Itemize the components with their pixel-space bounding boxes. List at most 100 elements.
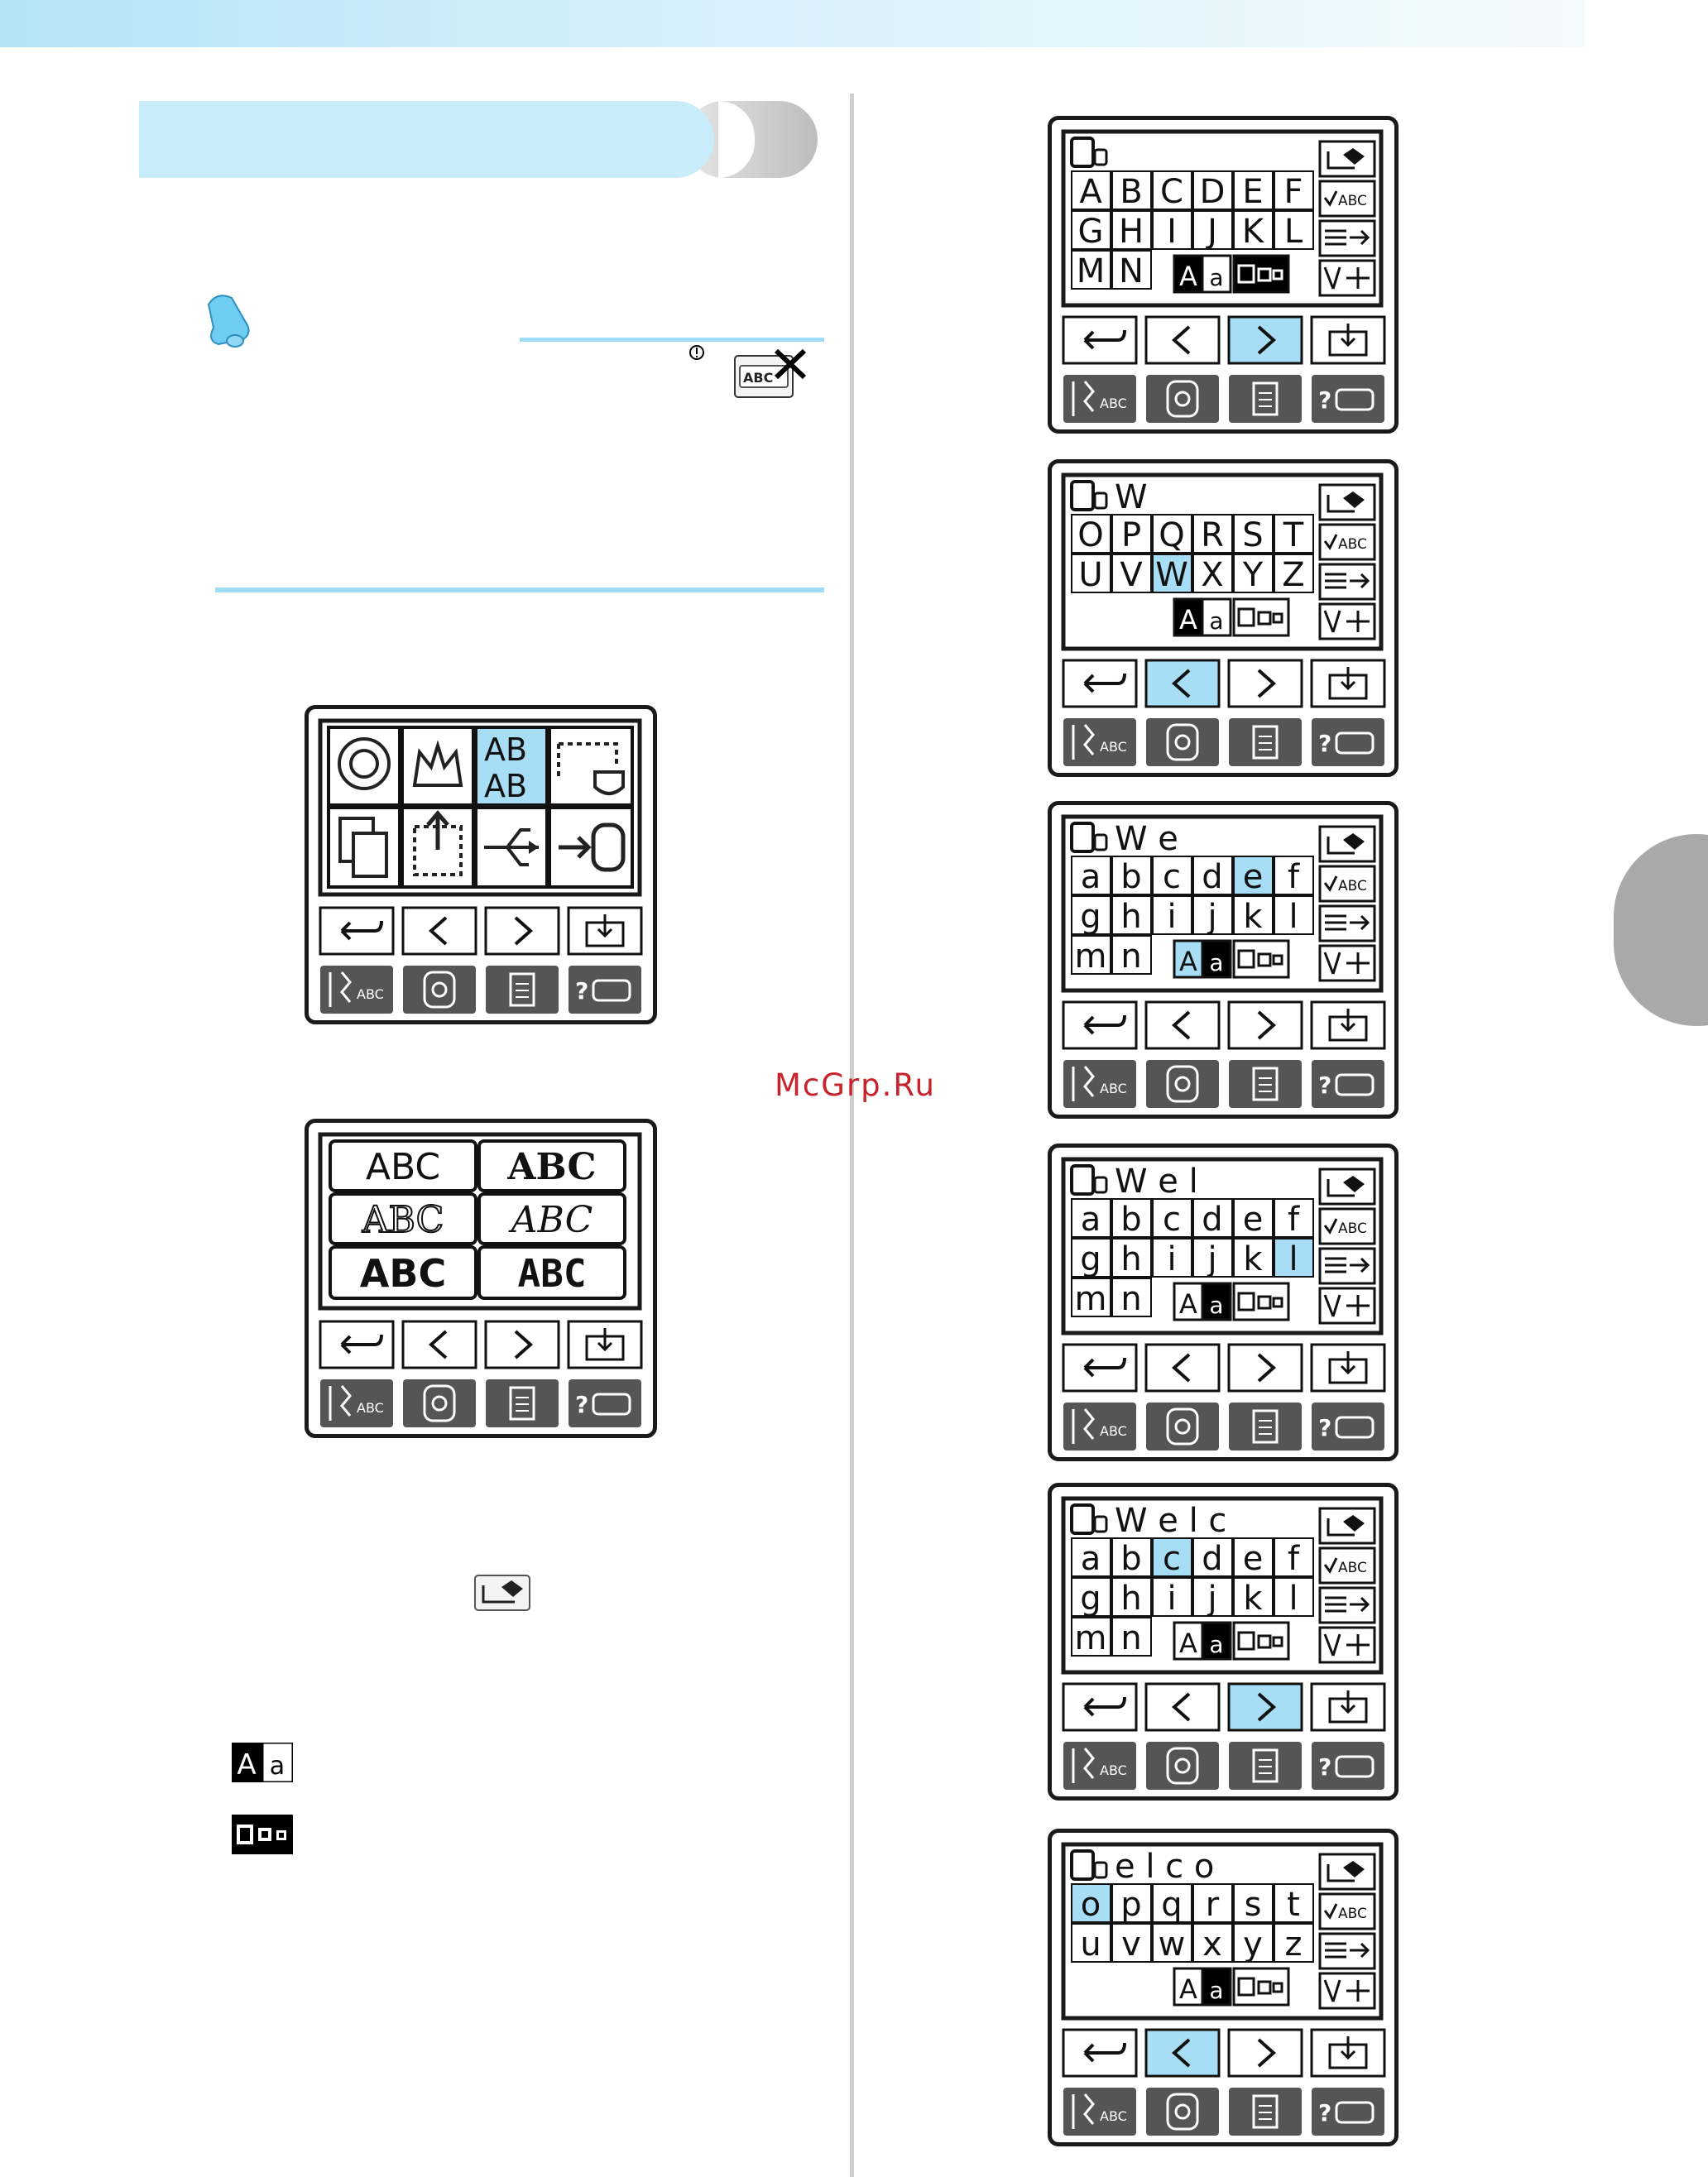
embroidery-mode-button[interactable] xyxy=(1146,2088,1219,2136)
delete-button[interactable] xyxy=(1318,1507,1376,1545)
char-size-button[interactable] xyxy=(1232,939,1290,979)
char-key[interactable]: p xyxy=(1111,1883,1152,1924)
char-key[interactable]: S xyxy=(1233,514,1274,554)
utility-stitch-mode-button[interactable]: ABC xyxy=(1063,1742,1136,1790)
pocket-upload-button[interactable] xyxy=(401,806,475,889)
char-key[interactable]: M xyxy=(1071,250,1111,290)
char-key[interactable]: b xyxy=(1111,856,1152,896)
char-key[interactable]: g xyxy=(1071,1577,1111,1618)
char-key[interactable]: V xyxy=(1111,554,1152,594)
move-button[interactable] xyxy=(1318,602,1376,640)
char-key[interactable]: a xyxy=(1071,856,1111,896)
utility-stitch-mode-button[interactable]: ABC xyxy=(1063,718,1136,766)
help-mode-button[interactable]: ? xyxy=(1312,375,1384,423)
char-key[interactable]: N xyxy=(1111,250,1152,290)
char-key[interactable]: H xyxy=(1111,210,1152,251)
char-size-button[interactable] xyxy=(1232,1967,1290,2007)
help-mode-button[interactable]: ? xyxy=(1312,1403,1384,1451)
char-key[interactable]: w xyxy=(1152,1923,1192,1964)
usb-button[interactable] xyxy=(474,806,549,889)
char-size-button[interactable] xyxy=(1232,1282,1290,1321)
category-letters-button[interactable]: AB AB xyxy=(474,726,549,807)
prev-page-button[interactable] xyxy=(401,906,477,956)
char-key[interactable]: b xyxy=(1111,1537,1152,1578)
char-key[interactable]: f xyxy=(1274,1537,1314,1578)
settings-mode-button[interactable] xyxy=(1229,375,1302,423)
font-option-2[interactable]: ABC xyxy=(477,1139,626,1192)
category-hand-wheel-button[interactable] xyxy=(327,726,401,807)
move-button[interactable] xyxy=(1318,1972,1376,2010)
back-button[interactable] xyxy=(1062,1000,1138,1050)
char-key[interactable]: v xyxy=(1111,1923,1152,1964)
char-size-button[interactable] xyxy=(1232,254,1290,294)
machine-import-button[interactable] xyxy=(548,806,634,889)
font-option-4[interactable]: ABC xyxy=(477,1192,626,1245)
char-key[interactable]: k xyxy=(1233,1238,1274,1278)
check-abc-button[interactable]: ABC xyxy=(1318,180,1376,218)
embroidery-mode-button[interactable] xyxy=(1146,375,1219,423)
char-key[interactable]: Z xyxy=(1274,554,1314,594)
char-key[interactable]: i xyxy=(1152,1238,1192,1278)
settings-mode-button[interactable] xyxy=(1229,2088,1302,2136)
help-mode-button[interactable]: ? xyxy=(1312,718,1384,766)
delete-button[interactable] xyxy=(1318,483,1376,521)
char-key[interactable]: e xyxy=(1233,856,1274,896)
prev-page-button[interactable] xyxy=(1144,1343,1221,1393)
char-key[interactable]: c xyxy=(1152,1537,1192,1578)
char-key[interactable]: d xyxy=(1192,1198,1233,1239)
move-button[interactable] xyxy=(1318,1287,1376,1325)
char-key[interactable]: u xyxy=(1071,1923,1111,1964)
char-key[interactable]: n xyxy=(1111,1617,1152,1657)
char-key[interactable]: k xyxy=(1233,895,1274,936)
char-key[interactable]: i xyxy=(1152,895,1192,936)
prev-page-button[interactable] xyxy=(1144,2028,1221,2078)
prev-page-button[interactable] xyxy=(1144,1000,1221,1050)
move-button[interactable] xyxy=(1318,1626,1376,1664)
array-button[interactable] xyxy=(1318,1932,1376,1970)
char-key[interactable]: x xyxy=(1192,1923,1233,1964)
delete-button[interactable] xyxy=(1318,140,1376,178)
char-key[interactable]: t xyxy=(1274,1883,1314,1924)
char-size-button[interactable] xyxy=(1232,1621,1290,1661)
char-key[interactable]: m xyxy=(1071,1617,1111,1657)
settings-mode-button[interactable] xyxy=(1229,1742,1302,1790)
char-key[interactable]: h xyxy=(1111,1238,1152,1278)
utility-stitch-mode-button[interactable]: ABC xyxy=(320,1379,393,1427)
help-mode-button[interactable]: ? xyxy=(1312,1742,1384,1790)
font-option-6[interactable]: ABC xyxy=(477,1245,626,1300)
char-size-button[interactable] xyxy=(1232,597,1290,637)
move-button[interactable] xyxy=(1318,259,1376,297)
char-key[interactable]: h xyxy=(1111,895,1152,936)
pocket-button[interactable] xyxy=(1310,659,1386,708)
char-key[interactable]: j xyxy=(1192,895,1233,936)
char-key[interactable]: o xyxy=(1071,1883,1111,1924)
next-page-button[interactable] xyxy=(484,906,560,956)
font-option-3[interactable]: ABC xyxy=(329,1192,477,1245)
char-key[interactable]: d xyxy=(1192,1537,1233,1578)
char-key[interactable]: a xyxy=(1071,1198,1111,1239)
back-button[interactable] xyxy=(1062,1682,1138,1732)
prev-page-button[interactable] xyxy=(401,1320,477,1369)
char-key[interactable]: j xyxy=(1192,1238,1233,1278)
back-button[interactable] xyxy=(319,1320,395,1369)
pocket-button[interactable] xyxy=(567,906,643,956)
char-key[interactable]: T xyxy=(1274,514,1314,554)
char-key[interactable]: g xyxy=(1071,1238,1111,1278)
next-page-button[interactable] xyxy=(1227,1000,1303,1050)
array-button[interactable] xyxy=(1318,1586,1376,1624)
char-key[interactable]: O xyxy=(1071,514,1111,554)
char-key[interactable]: I xyxy=(1152,210,1192,251)
delete-button[interactable] xyxy=(1318,1853,1376,1891)
back-button[interactable] xyxy=(319,906,395,956)
char-key[interactable]: E xyxy=(1233,170,1274,211)
next-page-button[interactable] xyxy=(484,1320,560,1369)
char-key[interactable]: l xyxy=(1274,895,1314,936)
memory-copy-button[interactable] xyxy=(327,806,401,889)
help-mode-button[interactable]: ? xyxy=(1312,2088,1384,2136)
char-key[interactable]: C xyxy=(1152,170,1192,211)
embroidery-mode-button[interactable] xyxy=(403,1379,476,1427)
